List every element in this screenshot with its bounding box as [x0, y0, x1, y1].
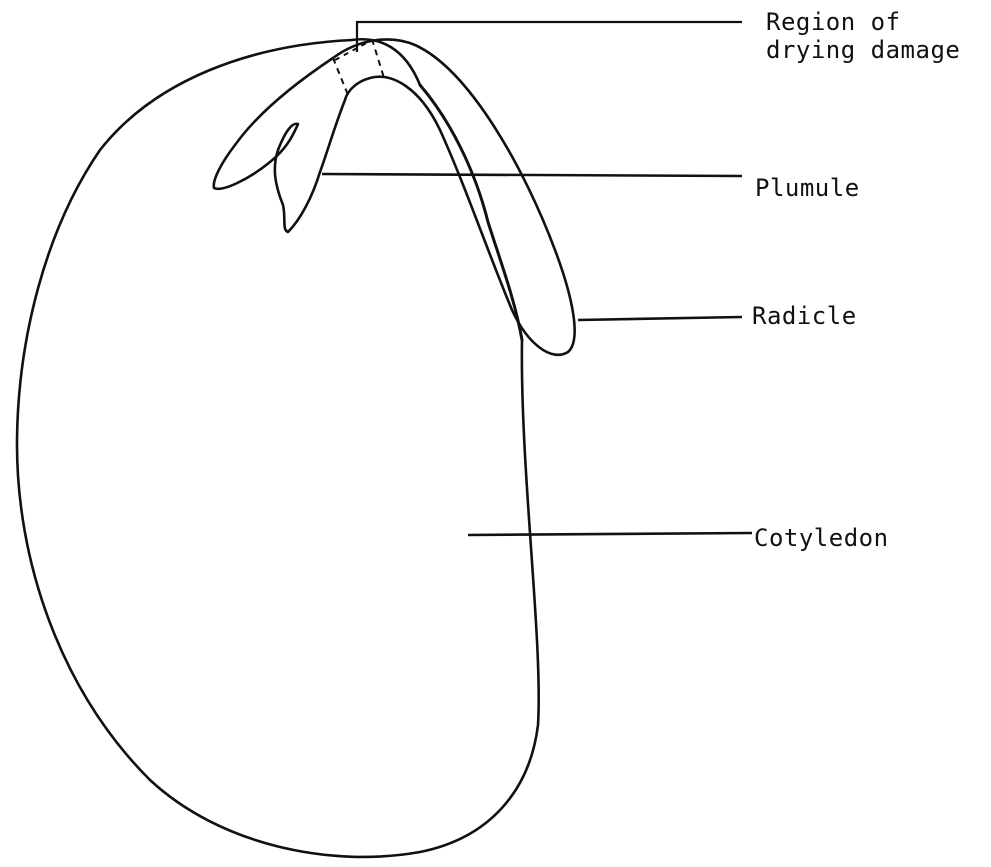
leader-line-plumule [322, 174, 742, 176]
plumule-outline [214, 58, 333, 232]
label-radicle: Radicle [752, 303, 857, 329]
drying-damage-boundary-right [372, 39, 384, 78]
radicle-outline [320, 39, 575, 354]
label-region-of-drying-damage-line2: drying damage [766, 37, 960, 63]
leader-line-radicle [578, 317, 742, 320]
cotyledon-outline [17, 40, 539, 857]
leader-line-cotyledon [468, 533, 752, 535]
drying-damage-boundary-left [333, 58, 348, 95]
leader-line-drying-damage [357, 22, 742, 52]
label-region-of-drying-damage-line1: Region of [766, 9, 901, 35]
label-plumule: Plumule [755, 175, 860, 201]
label-cotyledon: Cotyledon [754, 525, 889, 551]
